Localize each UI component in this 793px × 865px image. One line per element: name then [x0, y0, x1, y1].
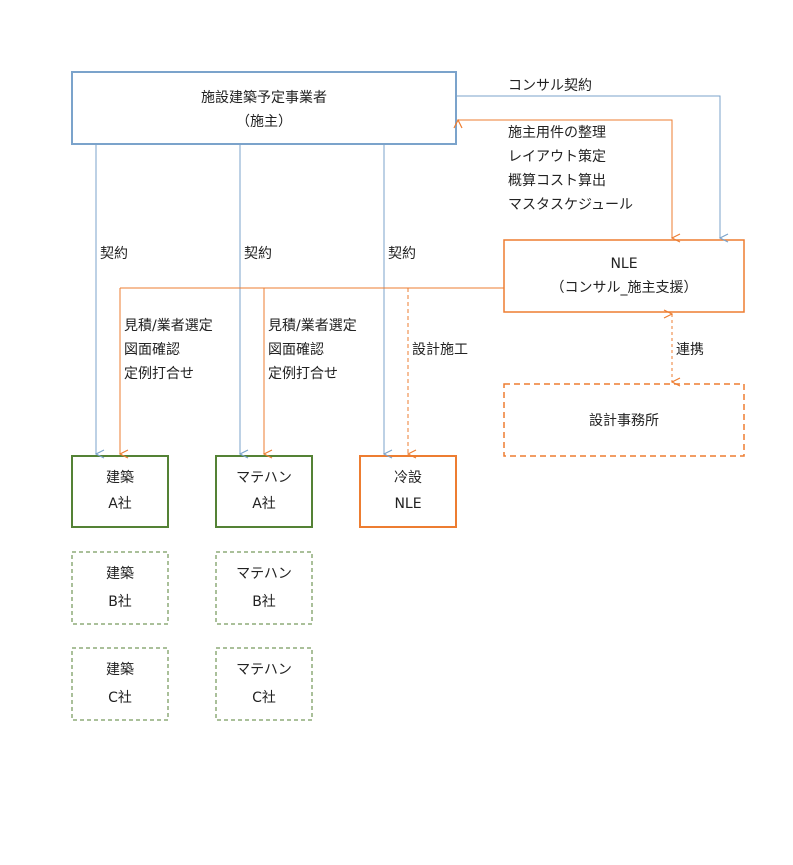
client-box: 施設建築予定事業者 （施主）	[71, 71, 457, 145]
contract-label-mh: 契約	[244, 246, 272, 262]
cool-company: NLE	[394, 496, 421, 512]
arch-b-company: B社	[108, 594, 132, 610]
arch-c-title: 建築	[106, 662, 134, 678]
client-box-title: 施設建築予定事業者	[201, 90, 327, 106]
mh-a-box: マテハン A社	[215, 455, 313, 528]
design-office-box: 設計事務所	[503, 383, 745, 457]
mediation-arch-3: 定例打合せ	[124, 365, 194, 382]
arch-a-title: 建築	[106, 470, 134, 486]
cool-box: 冷設 NLE	[359, 455, 457, 528]
mh-c-company: C社	[252, 690, 276, 706]
client-box-subtitle: （施主）	[236, 114, 292, 130]
mh-a-title: マテハン	[236, 470, 292, 486]
design-office-title: 設計事務所	[589, 413, 659, 429]
nle-task-3: 概算コスト算出	[508, 173, 606, 189]
mediation-arch-1: 見積/業者選定	[124, 318, 213, 334]
mh-c-title: マテハン	[236, 662, 292, 678]
liaison-label: 連携	[676, 342, 704, 358]
design-build-label: 設計施工	[412, 342, 468, 358]
mediation-mh-1: 見積/業者選定	[268, 318, 357, 334]
arch-c-company: C社	[108, 690, 132, 706]
arch-b-box: 建築 B社	[71, 551, 169, 625]
mh-b-title: マテハン	[236, 566, 292, 582]
nle-box: NLE （コンサル_施主支援）	[503, 239, 745, 313]
contract-label-cool: 契約	[388, 246, 416, 262]
consult-contract-label: コンサル契約	[508, 78, 592, 94]
arch-a-company: A社	[108, 496, 132, 512]
mh-a-company: A社	[252, 496, 276, 512]
contract-label-arch: 契約	[100, 246, 128, 262]
nle-task-4: マスタスケジュール	[508, 197, 633, 213]
nle-task-2: レイアウト策定	[508, 148, 606, 165]
arch-b-title: 建築	[106, 566, 134, 582]
nle-task-1: 施主用件の整理	[508, 125, 606, 141]
mh-b-box: マテハン B社	[215, 551, 313, 625]
mediation-mh-3: 定例打合せ	[268, 365, 338, 382]
mh-c-box: マテハン C社	[215, 647, 313, 721]
cool-title: 冷設	[394, 470, 422, 486]
mediation-mh-2: 図面確認	[268, 342, 324, 358]
nle-support-arrow	[458, 120, 672, 238]
arch-a-box: 建築 A社	[71, 455, 169, 528]
arch-c-box: 建築 C社	[71, 647, 169, 721]
nle-box-subtitle: （コンサル_施主支援）	[551, 280, 698, 296]
mediation-arch-2: 図面確認	[124, 342, 180, 358]
consult-contract-arrow	[456, 95, 720, 238]
mh-b-company: B社	[252, 594, 276, 610]
nle-box-title: NLE	[610, 256, 637, 272]
